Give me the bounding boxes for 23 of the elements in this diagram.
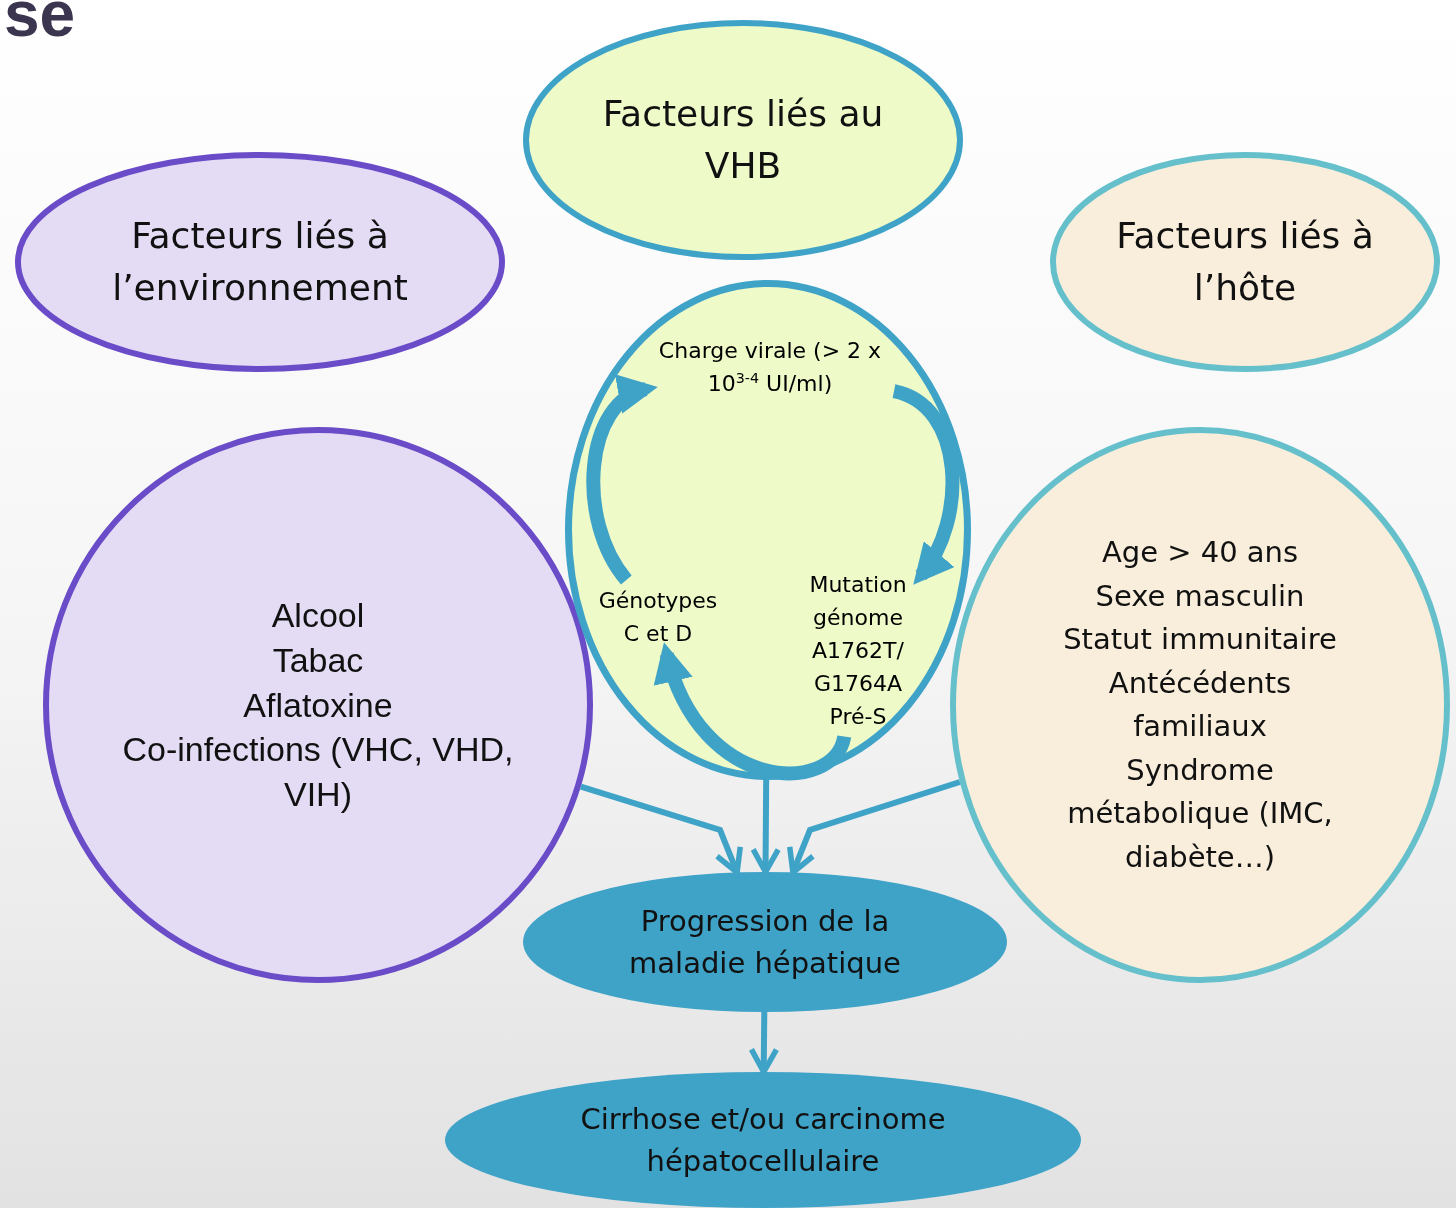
node-text: Progression de la maladie hépatique [628, 902, 902, 982]
node-text: Antécédents familiaux [1107, 664, 1293, 745]
arrow [748, 1011, 780, 1075]
node-text: Alcool [271, 594, 365, 636]
node-text: Co-infections (VHC, VHD, VIH) [121, 729, 515, 816]
cycle-label: Charge virale (> 2 x 10$^{3-4}$ UI/ml) [657, 337, 883, 398]
node-text: Statut immunitaire [1063, 621, 1337, 658]
arrow [787, 779, 961, 876]
cycle-label: Génotypes C et D [597, 587, 719, 648]
node-text: Facteurs liés à l’environnement [111, 213, 409, 310]
curved-arrow [656, 642, 851, 781]
node-text: Aflatoxine [243, 684, 393, 726]
cycle-label: Mutation génome A1762T/ G1764A Pré-S [808, 570, 908, 731]
arrow [750, 779, 781, 875]
node-text: Sexe masculin [1095, 577, 1305, 615]
node-text: Syndrome métabolique (IMC, diabète…) [1066, 751, 1334, 876]
node-text: Facteurs liés à l’hôte [1115, 213, 1375, 310]
node-text: Tabac [272, 639, 364, 681]
node-text: Age > 40 ans [1101, 534, 1299, 571]
slide-title: se [4, 0, 76, 46]
arrow [579, 783, 743, 876]
node-text: Facteurs liés au VHB [601, 91, 885, 188]
node-text: Cirrhose et/ou carcinome hépatocellulaire [579, 1100, 947, 1180]
